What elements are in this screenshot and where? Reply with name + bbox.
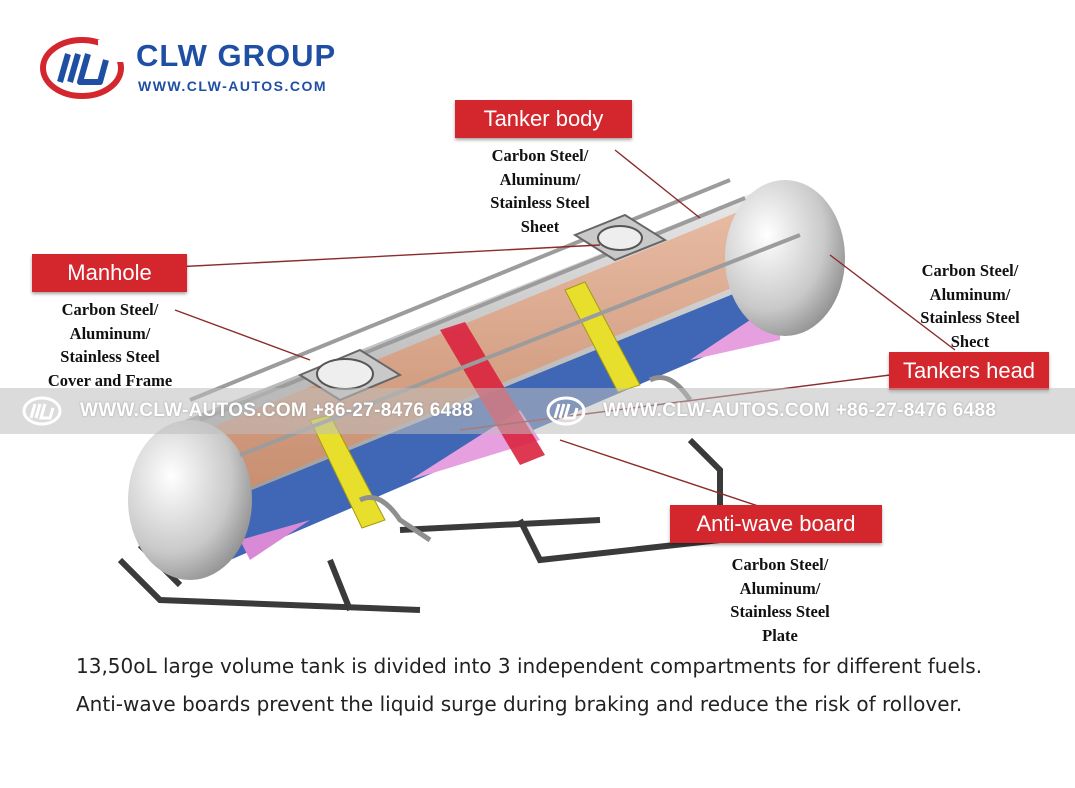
anti-wave-board-materials: Carbon Steel/ Aluminum/ Stainless Steel … bbox=[680, 553, 880, 647]
watermark-text: WWW.CLW-AUTOS.COM +86-27-8476 6488 bbox=[603, 400, 996, 422]
material-line: Carbon Steel/ bbox=[870, 259, 1070, 283]
clw-watermark-icon bbox=[22, 396, 62, 426]
material-line: Stainless Steel bbox=[440, 191, 640, 215]
material-line: Stainless Steel bbox=[870, 306, 1070, 330]
material-line: Aluminum/ bbox=[10, 322, 210, 346]
material-line: Carbon Steel/ bbox=[440, 144, 640, 168]
callout-tankers-head: Tankers head bbox=[889, 352, 1049, 390]
material-line: Aluminum/ bbox=[870, 283, 1070, 307]
material-line: Shect bbox=[870, 330, 1070, 354]
material-line: Sheet bbox=[440, 215, 640, 239]
material-line: Carbon Steel/ bbox=[680, 553, 880, 577]
material-line: Plate bbox=[680, 624, 880, 648]
callout-anti-wave-board: Anti-wave board bbox=[670, 505, 882, 543]
material-line: Stainless Steel bbox=[680, 600, 880, 624]
watermark-band: WWW.CLW-AUTOS.COM +86-27-8476 6488 WWW.C… bbox=[0, 388, 1075, 434]
tanker-body-materials: Carbon Steel/ Aluminum/ Stainless Steel … bbox=[440, 144, 640, 238]
manhole-materials: Carbon Steel/ Aluminum/ Stainless Steel … bbox=[10, 298, 210, 392]
material-line: Aluminum/ bbox=[440, 168, 640, 192]
callout-manhole: Manhole bbox=[32, 254, 187, 292]
callout-tanker-body: Tanker body bbox=[455, 100, 632, 138]
watermark-text: WWW.CLW-AUTOS.COM +86-27-8476 6488 bbox=[80, 400, 473, 422]
tank-head-front bbox=[128, 420, 252, 580]
caption-line-1: 13,50oL large volume tank is divided int… bbox=[76, 654, 982, 678]
clw-watermark-icon bbox=[546, 396, 586, 426]
caption-line-2: Anti-wave boards prevent the liquid surg… bbox=[76, 692, 962, 716]
material-line: Aluminum/ bbox=[680, 577, 880, 601]
material-line: Carbon Steel/ bbox=[10, 298, 210, 322]
material-line: Stainless Steel bbox=[10, 345, 210, 369]
tankers-head-materials: Carbon Steel/ Aluminum/ Stainless Steel … bbox=[870, 259, 1070, 353]
